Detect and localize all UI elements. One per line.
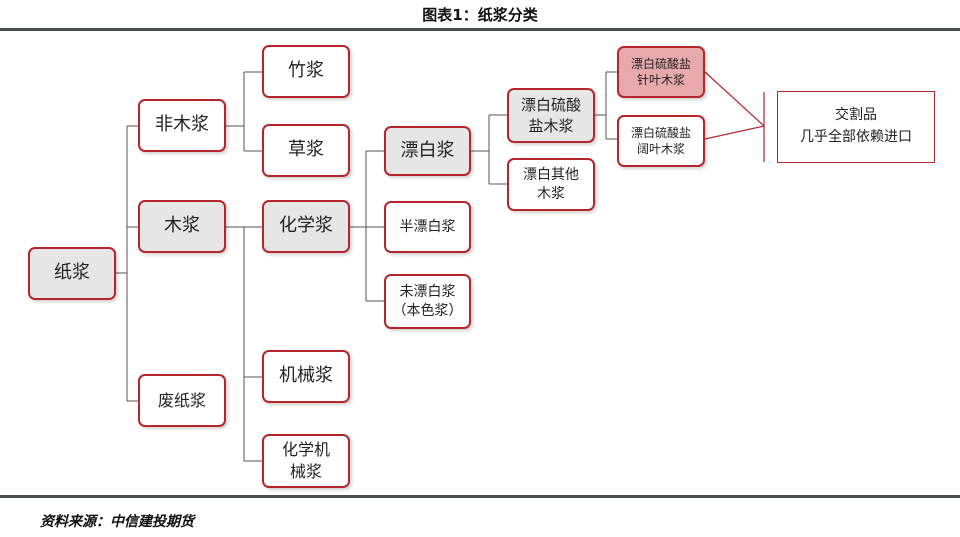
node-bleached-pulp: 漂白浆 [384,126,471,176]
node-chemical-pulp: 化学浆 [262,200,350,253]
page-title: 图表1：纸浆分类 [422,6,538,24]
node-unbleached-pulp: 未漂白浆 （本色浆） [384,274,471,329]
node-bamboo-pulp: 竹浆 [262,45,350,98]
node-bleached-sulfate-wood-pulp: 漂白硫酸 盐木浆 [507,88,595,143]
source-note: 资料来源：中信建投期货 [40,514,194,530]
node-wood-pulp: 木浆 [138,200,226,253]
top-rule [0,28,960,31]
bottom-rule [0,495,960,498]
node-bleached-sulfate-hardwood-pulp: 漂白硫酸盐 阔叶木浆 [617,115,705,167]
node-chemi-mechanical-pulp: 化学机 械浆 [262,434,350,488]
node-waste-paper-pulp: 废纸浆 [138,374,226,427]
node-bleached-other-wood-pulp: 漂白其他 木浆 [507,158,595,211]
node-bleached-sulfate-softwood-pulp: 漂白硫酸盐 针叶木浆 [617,46,705,98]
node-mechanical-pulp: 机械浆 [262,350,350,403]
node-straw-pulp: 草浆 [262,124,350,177]
node-non-wood-pulp: 非木浆 [138,99,226,152]
node-semi-bleached-pulp: 半漂白浆 [384,201,471,253]
node-pulp: 纸浆 [28,247,116,300]
callout-note: 交割品 几乎全部依赖进口 [777,91,935,163]
